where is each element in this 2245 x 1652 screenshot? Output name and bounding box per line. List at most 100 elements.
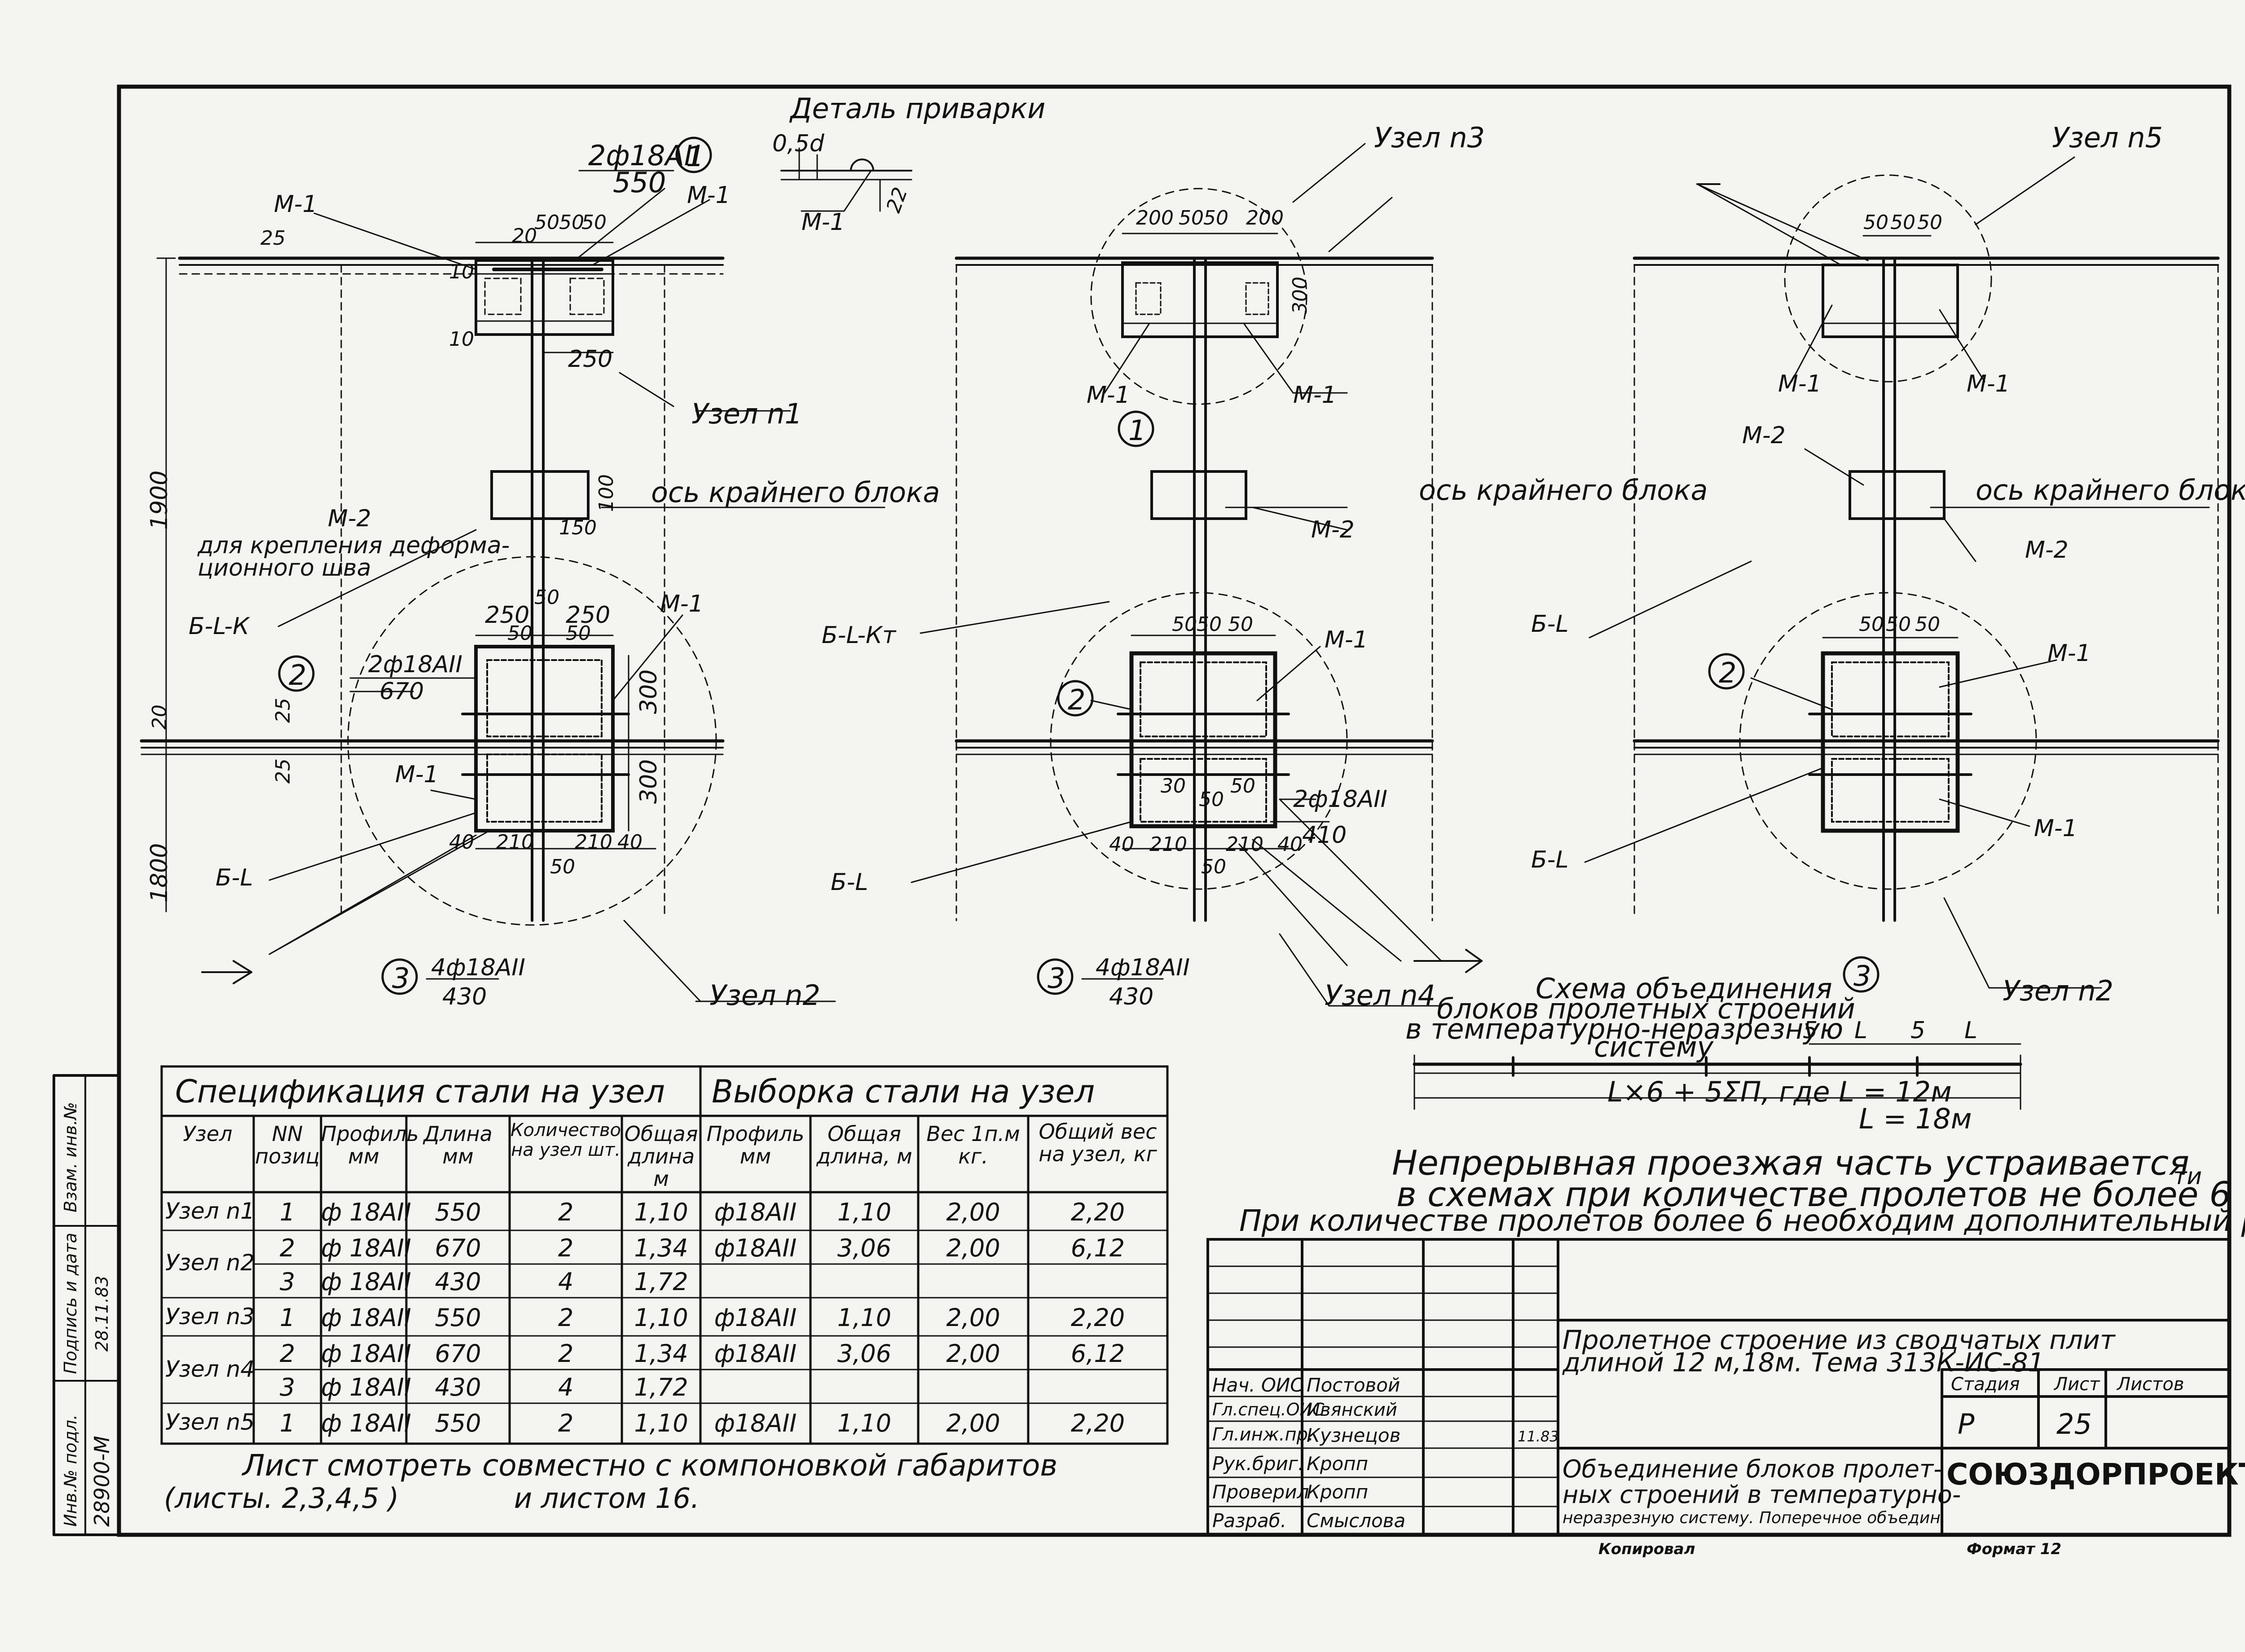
spec-header-2: Профиль мм xyxy=(321,1122,419,1168)
col2-num3: 3 xyxy=(1048,962,1065,995)
col1-dim-50e: 50 xyxy=(507,622,533,645)
col3-dim-50c: 50 xyxy=(1917,211,1942,234)
col3-axis-label: ось крайнего блока xyxy=(1976,474,2245,507)
col2-dim-50b: 50 xyxy=(1203,207,1228,229)
spec-r6-c5: 1,10 xyxy=(634,1409,688,1437)
col1-m1-c: М-1 xyxy=(660,590,704,617)
col1-callout1-label: 2ф18АII xyxy=(588,139,701,172)
spec-title-right: Выборка стали на узел xyxy=(712,1073,1095,1110)
spec-r6-c3: 550 xyxy=(435,1409,481,1437)
col2-block-blk: Б-L-Кт xyxy=(822,622,896,649)
col2-axis-label: ось крайнего блока xyxy=(1419,474,1708,507)
spec-header-1: NN позиц xyxy=(255,1122,320,1168)
spec-footnote1: Лист смотреть совместно с компоновкой га… xyxy=(242,1448,1058,1483)
col2-dim-40a: 40 xyxy=(1109,833,1134,856)
spec-r2-c4: 4 xyxy=(558,1268,574,1296)
spec-r6-c9: 2,20 xyxy=(1070,1409,1125,1437)
spec-r6-c1: 1 xyxy=(279,1409,295,1437)
spec-r3-c3: 550 xyxy=(435,1304,481,1332)
col1-dim-40a: 40 xyxy=(449,831,474,854)
col1-callout2-len: 670 xyxy=(379,678,424,705)
spec-r5-c2: ф 18АII xyxy=(321,1373,411,1401)
scheme-l1: L xyxy=(1854,1017,1867,1044)
stamp-role-3: Рук.бриг. xyxy=(1212,1453,1304,1475)
spec-r0-c8: 2,00 xyxy=(946,1198,1000,1226)
spec-r1-c8: 2,00 xyxy=(946,1234,1000,1262)
col1-dim-210a: 210 xyxy=(496,831,534,854)
stamp-title3: неразрезную систему. Поперечное объедин. xyxy=(1563,1509,1946,1527)
col1-dim-10b: 10 xyxy=(449,328,474,351)
col1-dim-300a: 300 xyxy=(635,669,662,714)
col2-dim-210a: 210 xyxy=(1149,833,1187,856)
spec-r3-c0: Узел n3 xyxy=(165,1304,255,1330)
note-line1: Непрерывная проезжая часть устраивается xyxy=(1392,1143,2189,1183)
col3-num3: 3 xyxy=(1853,960,1871,992)
spec-r1-c0: Узел n2 xyxy=(165,1250,255,1276)
spec-title-left: Спецификация стали на узел xyxy=(175,1073,665,1110)
col3-m1-d: М-1 xyxy=(2034,815,2078,842)
col1-dim-25c: 25 xyxy=(272,758,295,784)
stamp-sheets-header: Листов xyxy=(2117,1374,2184,1395)
spec-r1-c9: 6,12 xyxy=(1070,1234,1125,1262)
spec-r3-c8: 2,00 xyxy=(946,1304,1000,1332)
side-cell-2: Подпись и дата xyxy=(61,1233,80,1374)
col1-dim-210b: 210 xyxy=(575,831,612,854)
spec-r4-c6: ф18АII xyxy=(714,1339,797,1368)
stamp-project1: Пролетное строение из сводчатых плит xyxy=(1563,1325,2115,1355)
stamp-name-5: Смыслова xyxy=(1307,1510,1406,1532)
col2-node4-title: Узел n4 xyxy=(1325,979,1435,1012)
col1-callout3-len: 430 xyxy=(442,983,487,1010)
col1-dim-50b: 50 xyxy=(559,211,584,234)
col3-title: Узел n5 xyxy=(2052,121,2163,154)
col3-m2b: М-2 xyxy=(2025,537,2069,564)
col2-dim-30: 30 xyxy=(1161,775,1186,797)
col3-dim-50a: 50 xyxy=(1863,211,1888,234)
col2-m1-a: М-1 xyxy=(1087,382,1130,409)
spec-r5-c1: 3 xyxy=(279,1373,295,1401)
scheme-l2: L xyxy=(1964,1017,1977,1044)
col2-block-bl: Б-L xyxy=(831,869,868,896)
spec-r1-c1: 2 xyxy=(279,1234,295,1262)
stamp-stage-header: Стадия xyxy=(1951,1374,2020,1395)
col1-dim-50d: 50 xyxy=(534,586,559,609)
note-sup: ти xyxy=(2173,1163,2202,1190)
col2-dim-50d: 50 xyxy=(1197,613,1222,636)
spec-r1-c4: 2 xyxy=(558,1234,574,1262)
spec-r2-c1: 3 xyxy=(279,1268,295,1296)
spec-r3-c6: ф18АII xyxy=(714,1304,797,1332)
col1-callout1-len: 550 xyxy=(613,166,666,199)
stamp-role-4: Проверил xyxy=(1212,1481,1309,1503)
col1-dim-50g: 50 xyxy=(550,855,575,878)
spec-r1-c3: 670 xyxy=(435,1234,481,1262)
spec-r4-c3: 670 xyxy=(435,1339,481,1368)
spec-r4-c1: 2 xyxy=(279,1339,295,1368)
spec-r5-c5: 1,72 xyxy=(634,1373,688,1401)
col2-dim-210b: 210 xyxy=(1226,833,1263,856)
spec-header-3: Длина мм xyxy=(423,1122,493,1168)
col2-dim-200a: 200 xyxy=(1136,207,1174,229)
spec-r5-c4: 4 xyxy=(558,1373,574,1401)
stamp-name-3: Кропп xyxy=(1307,1453,1369,1475)
col1-dim-50a: 50 xyxy=(534,211,559,234)
spec-r2-c5: 1,72 xyxy=(634,1268,688,1296)
spec-r4-c0: Узел n4 xyxy=(165,1356,255,1382)
spec-r3-c7: 1,10 xyxy=(837,1304,892,1332)
col1-m1-b: М-1 xyxy=(687,182,731,209)
spec-r6-c6: ф18АII xyxy=(714,1409,797,1437)
spec-header-6: Профиль мм xyxy=(706,1122,805,1168)
spec-r0-c0: Узел n1 xyxy=(165,1198,255,1224)
scheme-s2: 5 xyxy=(1910,1017,1926,1044)
col2-dim-50e: 50 xyxy=(1228,613,1253,636)
col2-num2: 2 xyxy=(1068,683,1086,716)
spec-r0-c2: ф 18АII xyxy=(321,1198,411,1226)
spec-header-5: Общая длина м xyxy=(624,1122,698,1191)
col3-m1-c: М-1 xyxy=(2047,640,2091,667)
col2-m1-c: М-1 xyxy=(1325,626,1368,653)
stamp-role-0: Нач. ОИС xyxy=(1212,1374,1303,1396)
col2-callout3-len: 430 xyxy=(1109,983,1154,1010)
spec-r2-c3: 430 xyxy=(435,1268,481,1296)
spec-r4-c2: ф 18АII xyxy=(321,1339,411,1368)
spec-r1-c6: ф18АII xyxy=(714,1234,797,1262)
col3-dim-50f: 50 xyxy=(1915,613,1940,636)
col1-dim-20b: 20 xyxy=(148,705,171,730)
